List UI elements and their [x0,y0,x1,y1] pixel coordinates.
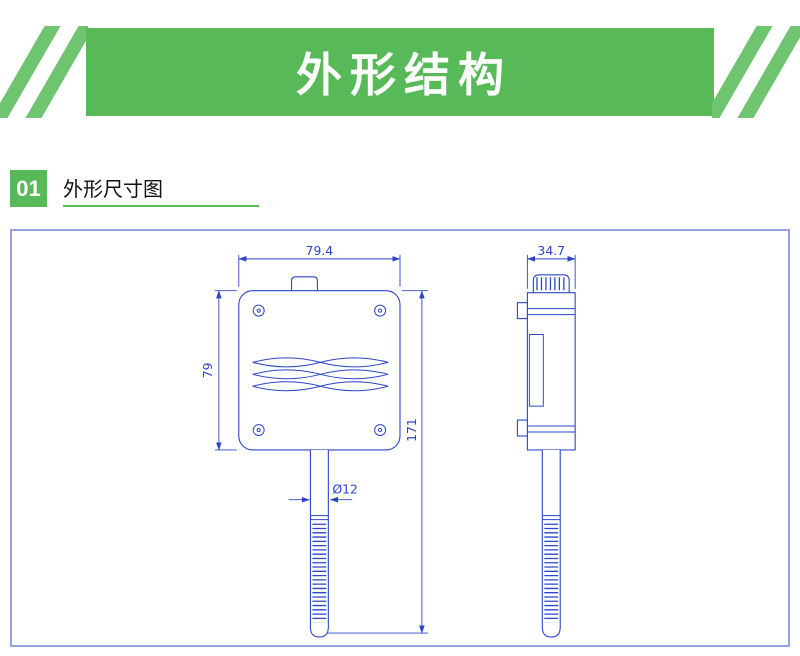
diagonal-stripe [25,26,88,118]
page-header: 外形结构 [0,0,800,150]
cable-gland-cap-side [532,274,570,293]
wave-decoration [252,357,389,392]
dim-front-height: 79 [200,362,215,378]
dim-front-width: 79.4 [306,243,334,258]
section-underline: 外形尺寸图 [63,170,259,207]
page-title: 外形结构 [296,49,512,101]
diagonal-stripe [737,26,800,118]
section-header: 01 外形尺寸图 [10,170,790,207]
right-stripes [712,26,800,118]
front-view-drawing: 79.4 79 171 Ø12 [200,243,428,638]
left-stripes [0,26,88,118]
mounting-tab-top [516,302,528,320]
section-title: 外形尺寸图 [63,179,163,201]
mounting-bracket [528,334,544,407]
corner-screws [252,304,387,437]
title-banner: 外形结构 [86,28,714,116]
enclosure-side [526,292,576,451]
dimension-drawing: 79.4 79 171 Ø12 34.7 [200,243,576,638]
sensor-probe-front [309,449,329,638]
dim-total-height: 171 [404,418,419,442]
side-view-drawing: 34.7 [516,243,576,638]
dim-side-width: 34.7 [537,243,565,258]
sensor-probe-side [541,449,561,638]
cable-gland-cap [290,276,318,291]
mounting-tab-bottom [516,419,528,437]
dim-probe-diameter: Ø12 [332,482,358,497]
drawing-panel: 79.4 79 171 Ø12 34.7 [10,229,790,647]
section-number-badge: 01 [10,170,47,207]
